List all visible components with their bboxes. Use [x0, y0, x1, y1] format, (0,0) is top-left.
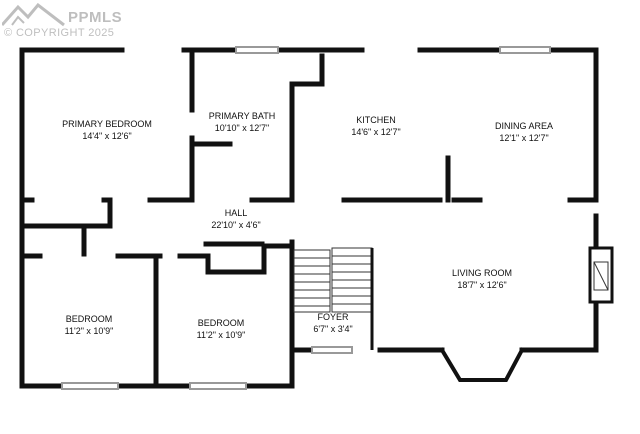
room-dims: 22'10" x 4'6" — [211, 220, 261, 230]
room-dims: 11'2" x 10'9" — [196, 330, 246, 340]
wall-hall-closet — [19, 197, 113, 229]
room-name: DINING AREA — [494, 121, 554, 131]
room-dims: 11'2" x 10'9" — [64, 326, 114, 336]
walls — [19, 47, 599, 389]
bay-window — [439, 347, 525, 382]
room-kitchen: KITCHEN 14'6" x 12'7" — [351, 114, 400, 138]
room-dims: 6'7" x 3'4" — [313, 324, 353, 334]
room-name: LIVING ROOM — [451, 268, 513, 278]
room-hall: HALL 22'10" x 4'6" — [211, 207, 260, 231]
windows — [61, 46, 551, 390]
room-name: HALL — [224, 208, 248, 218]
room-primary-bedroom: PRIMARY BEDROOM 14'4" x 12'6" — [62, 118, 152, 142]
watermark-copyright: © COPYRIGHT 2025 — [4, 27, 115, 39]
wall-bed2-closet — [177, 243, 291, 275]
stair-run-left — [293, 249, 331, 313]
room-name: FOYER — [317, 312, 349, 322]
room-dining-area: DINING AREA 12'1" x 12'7" — [495, 120, 553, 144]
mountain-logo-icon — [0, 2, 65, 27]
room-name: KITCHEN — [356, 115, 396, 125]
watermark-brand: PPMLS — [68, 9, 123, 26]
room-bedroom-1: BEDROOM 11'2" x 10'9" — [65, 313, 114, 337]
room-dims: 12'1" x 12'7" — [499, 133, 549, 143]
room-dims: 18'7" x 12'6" — [457, 280, 507, 290]
room-dims: 10'10" x 12'7" — [214, 123, 270, 133]
room-dims: 14'6" x 12'7" — [351, 127, 401, 137]
fireplace — [588, 246, 614, 304]
ppmls-watermark: PPMLS © COPYRIGHT 2025 — [0, 2, 130, 41]
room-name: BEDROOM — [197, 318, 245, 328]
stairs — [293, 247, 374, 350]
room-primary-bath: PRIMARY BATH 10'10" x 12'7" — [209, 110, 276, 134]
room-living-room: LIVING ROOM 18'7" x 12'6" — [452, 267, 512, 291]
room-foyer: FOYER 6'7" x 3'4" — [313, 311, 352, 335]
wall-bath-right — [289, 53, 325, 199]
room-bedroom-2: BEDROOM 11'2" x 10'9" — [197, 317, 246, 341]
room-name: PRIMARY BEDROOM — [62, 119, 152, 129]
room-name: BEDROOM — [65, 314, 113, 324]
room-name: PRIMARY BATH — [208, 111, 276, 121]
room-dims: 14'4" x 12'6" — [82, 131, 132, 141]
